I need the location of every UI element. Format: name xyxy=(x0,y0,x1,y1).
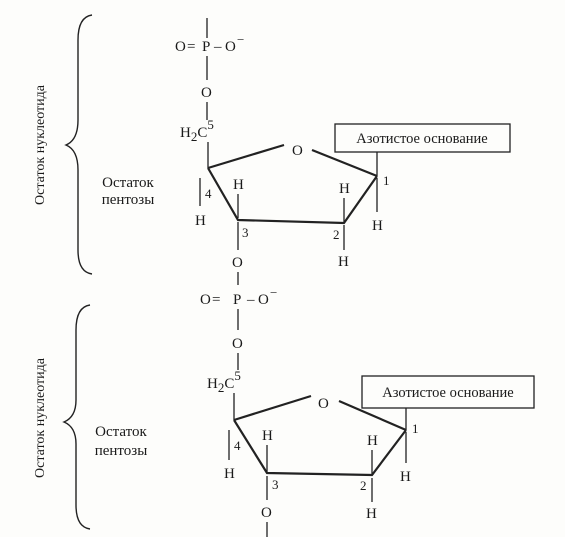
ring-lower-bonds-2 xyxy=(233,419,407,477)
pentose-ring-bonds-1 xyxy=(207,143,285,170)
phosphate-right-o-1: O xyxy=(225,39,236,55)
pentose-residue-label-1-line2: пентозы xyxy=(102,192,155,208)
pentose-residue-label-2-line1: Остаток xyxy=(95,424,147,440)
c3-hydrogen-1: H xyxy=(233,177,244,193)
ring-o-c1-bond-1 xyxy=(311,148,378,178)
c2-hydrogen-top-1: H xyxy=(339,181,350,197)
c1-hydrogen-1: H xyxy=(372,218,383,234)
c2-hydrogen-top-2: H xyxy=(367,433,378,449)
pentose-ring-bonds-2 xyxy=(233,394,312,422)
nitrogen-base-box-1 xyxy=(334,123,511,153)
nucleotide-unit-2: Остаток нуклеотида Остаток пентозы O = P… xyxy=(33,285,535,537)
phosphate-charge-1: − xyxy=(237,32,244,47)
carbon-1-label-2: 1 xyxy=(412,421,419,436)
phosphate-left-o-2: O xyxy=(200,292,211,308)
phosphate-right-o-2: O xyxy=(258,292,269,308)
nitrogen-base-label-2: Азотистое основание xyxy=(382,385,513,401)
pentose-residue-label-2-line2: пентозы xyxy=(95,443,148,459)
nucleotide-unit-1: Остаток нуклеотида Остаток пентозы O = P… xyxy=(33,14,511,285)
ch2-group-2: H2C5 xyxy=(207,368,241,395)
phosphate-left-o-1: O xyxy=(175,39,186,55)
c2-hydrogen-bottom-2: H xyxy=(366,506,377,522)
c4-hydrogen-1: H xyxy=(195,213,206,229)
ester-oxygen-1: O xyxy=(201,85,212,101)
ring-oxygen-1: O xyxy=(292,143,303,159)
nucleotide-residue-label-1: Остаток нуклеотида xyxy=(33,84,48,205)
ring-lower-bonds-1 xyxy=(207,167,378,225)
phosphate-charge-2: − xyxy=(270,285,277,300)
ring-o-c1-bond-2 xyxy=(338,399,407,432)
ester-oxygen-2: O xyxy=(232,336,243,352)
pentose-residue-label-1-line1: Остаток xyxy=(102,175,154,191)
ring-oxygen-2: O xyxy=(318,396,329,412)
linking-oxygen-2: O xyxy=(261,505,272,521)
c2-hydrogen-bottom-1: H xyxy=(338,254,349,270)
carbon-4-label-2: 4 xyxy=(234,438,241,453)
c1-hydrogen-2: H xyxy=(400,469,411,485)
linking-oxygen-1: O xyxy=(232,255,243,271)
phosphate-p-2: P xyxy=(233,292,241,308)
nitrogen-base-box-2 xyxy=(361,375,535,409)
carbon-2-label-2: 2 xyxy=(360,478,367,493)
nitrogen-base-label-1: Азотистое основание xyxy=(356,131,487,147)
phosphate-dash-2: – xyxy=(246,292,255,308)
nucleotide-residue-label-2: Остаток нуклеотида xyxy=(33,357,48,478)
carbon-3-label-2: 3 xyxy=(272,477,279,492)
brace-nucleotide-2 xyxy=(62,304,91,530)
c4-hydrogen-2: H xyxy=(224,466,235,482)
phosphate-p-1: P xyxy=(202,39,210,55)
phosphate-dash-1: – xyxy=(213,39,222,55)
carbon-2-label-1: 2 xyxy=(333,227,340,242)
phosphate-eq-1: = xyxy=(187,39,195,55)
carbon-1-label-1: 1 xyxy=(383,173,390,188)
carbon-4-label-1: 4 xyxy=(205,186,212,201)
ch2-group-1: H2C5 xyxy=(180,117,214,144)
carbon-3-label-1: 3 xyxy=(242,225,249,240)
phosphate-eq-2: = xyxy=(212,292,220,308)
brace-nucleotide-1 xyxy=(64,14,93,275)
c3-hydrogen-2: H xyxy=(262,428,273,444)
